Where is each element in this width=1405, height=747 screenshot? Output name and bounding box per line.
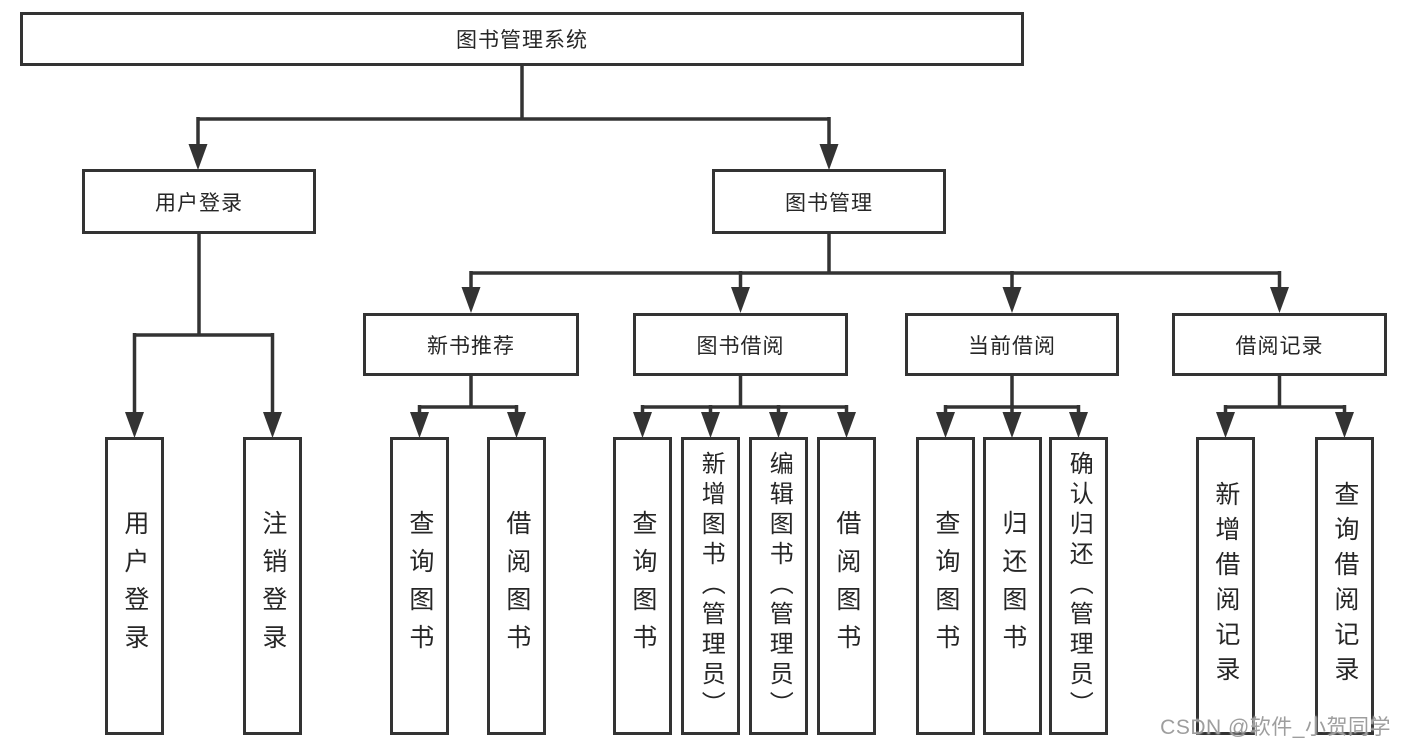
arrow-down-icon [1069, 412, 1088, 438]
leaf-user-login: 用户登录 [105, 437, 164, 735]
node-label: 图书管理 [785, 191, 873, 215]
node-label: 新书推荐 [427, 334, 515, 358]
arrow-down-icon [837, 412, 856, 438]
node-library-management-system: 图书管理系统 [20, 12, 1024, 66]
node-label: 注销登录 [258, 510, 287, 662]
arrow-down-icon [819, 144, 839, 170]
node-label: 借阅记录 [1235, 334, 1324, 358]
arrow-down-icon [1335, 412, 1354, 438]
arrow-down-icon [701, 412, 720, 438]
leaf-query-books-borrow: 查询图书 [613, 437, 672, 735]
leaf-query-books-current: 查询图书 [916, 437, 975, 735]
arrow-down-icon [188, 144, 208, 170]
node-label: 图书借阅 [696, 334, 785, 358]
node-label: 图书管理系统 [456, 29, 588, 52]
arrow-down-icon [507, 412, 526, 438]
arrow-down-icon [633, 412, 652, 438]
node-label: 借阅图书 [502, 510, 531, 662]
node-label: 用户登录 [120, 510, 149, 662]
node-new-book-recommendation: 新书推荐 [363, 313, 579, 376]
arrow-down-icon [263, 412, 282, 438]
node-label: 新增图书（管理员） [697, 451, 725, 721]
node-label: 归还图书 [998, 510, 1027, 662]
node-label: 确认归还（管理员） [1065, 451, 1093, 721]
arrow-down-icon [410, 412, 429, 438]
node-current-borrowing: 当前借阅 [905, 313, 1119, 376]
node-label: 新增借阅记录 [1211, 481, 1240, 691]
arrow-down-icon [936, 412, 955, 438]
node-book-borrowing: 图书借阅 [633, 313, 848, 376]
arrow-down-icon [1270, 287, 1289, 313]
node-label: 查询图书 [628, 510, 657, 662]
node-borrowing-records: 借阅记录 [1172, 313, 1387, 376]
leaf-borrow-books: 借阅图书 [817, 437, 876, 735]
connector-book-management-to-level3 [461, 234, 1289, 313]
arrow-down-icon [1002, 412, 1022, 438]
node-label: 查询图书 [931, 510, 960, 662]
node-label: 查询图书 [405, 510, 434, 662]
node-label: 当前借阅 [968, 334, 1056, 358]
leaf-logout-login: 注销登录 [243, 437, 302, 735]
leaf-query-books-recommend: 查询图书 [390, 437, 449, 735]
node-user-login: 用户登录 [82, 169, 316, 234]
connector-current-borrow-to-leaves [936, 375, 1088, 438]
connector-book-borrow-to-leaves [633, 375, 856, 438]
connector-user-login-to-leaves [125, 234, 282, 438]
watermark-text: CSDN @软件_小贺同学 [1160, 716, 1391, 739]
node-label: 借阅图书 [832, 510, 861, 662]
arrow-down-icon [461, 287, 481, 313]
leaf-add-books-admin: 新增图书（管理员） [681, 437, 740, 735]
connector-borrow-record-to-leaves [1216, 375, 1354, 438]
node-label: 编辑图书（管理员） [765, 451, 793, 721]
leaf-return-books: 归还图书 [983, 437, 1042, 735]
leaf-query-borrow-record: 查询借阅记录 [1315, 437, 1374, 735]
leaf-edit-books-admin: 编辑图书（管理员） [749, 437, 808, 735]
arrow-down-icon [125, 412, 144, 438]
node-label: 查询借阅记录 [1330, 481, 1359, 691]
leaf-add-borrow-record: 新增借阅记录 [1196, 437, 1255, 735]
node-book-management: 图书管理 [712, 169, 946, 234]
arrow-down-icon [731, 287, 750, 313]
leaf-borrow-books-recommend: 借阅图书 [487, 437, 546, 735]
arrow-down-icon [1002, 287, 1022, 313]
node-label: 用户登录 [155, 191, 243, 215]
arrow-down-icon [769, 412, 788, 438]
leaf-confirm-return-admin: 确认归还（管理员） [1049, 437, 1108, 735]
connector-new-book-to-leaves [410, 375, 526, 438]
connector-root-to-level2 [188, 64, 839, 170]
arrow-down-icon [1216, 412, 1235, 438]
